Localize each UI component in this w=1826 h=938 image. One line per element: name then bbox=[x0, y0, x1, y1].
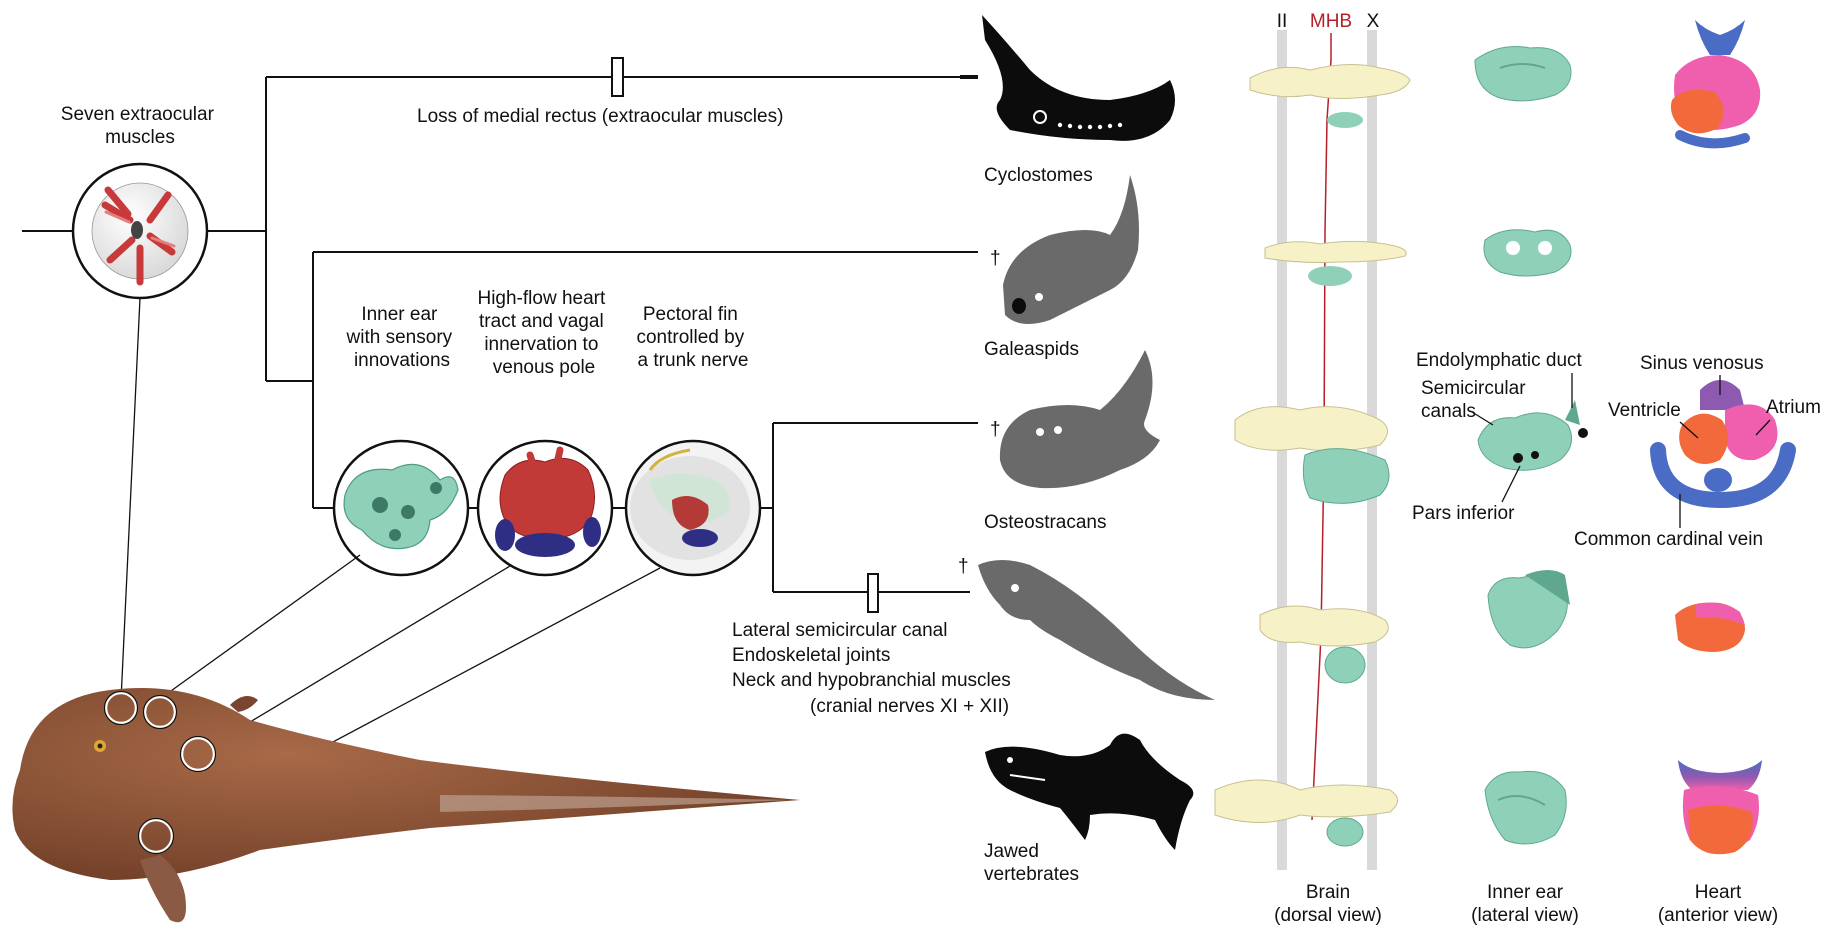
root-label: Seven extraocular muscles bbox=[61, 104, 219, 148]
axis-label-mhb: MHB bbox=[1310, 11, 1352, 32]
osteostracan-silhouette bbox=[999, 350, 1160, 489]
column-subtitle-brain: (dorsal view) bbox=[1274, 905, 1382, 926]
cyclostome-silhouette bbox=[982, 15, 1175, 141]
heart-node-icon bbox=[476, 439, 614, 577]
inner-ear-node-icon bbox=[332, 439, 470, 577]
extinct-dagger: † bbox=[990, 419, 1001, 440]
inner-ear-galeaspid bbox=[1483, 229, 1572, 277]
annotation-atrium: Atrium bbox=[1766, 397, 1821, 418]
leader-line bbox=[149, 554, 361, 707]
annotation-leader bbox=[1679, 421, 1699, 439]
node-label-heart: High-flow heart tract and vagal innervat… bbox=[477, 288, 610, 378]
ancestral-fish-illustration bbox=[12, 688, 800, 923]
character-bar-jawed bbox=[867, 573, 879, 613]
jawed-trait: (cranial nerves XI + XII) bbox=[810, 696, 1009, 717]
annotation-pars-inferior: Pars inferior bbox=[1412, 503, 1515, 524]
heart-placoderm bbox=[1675, 602, 1745, 652]
brain-cyclostome bbox=[1249, 63, 1411, 128]
node-label-pectoral-fin: Pectoral fin controlled by a trunk nerve bbox=[636, 304, 749, 371]
annotation-common-cardinal-vein: Common cardinal vein bbox=[1574, 529, 1763, 550]
shark-silhouette bbox=[985, 733, 1194, 850]
axis-label-x: X bbox=[1367, 11, 1380, 32]
axis-label-ii: II bbox=[1277, 11, 1288, 32]
taxon-label-jawed-vertebrates: Jawed vertebrates bbox=[984, 841, 1079, 885]
inner-ear-osteostracan bbox=[1477, 400, 1588, 471]
column-title-inner-ear: Inner ear bbox=[1487, 882, 1564, 903]
column-title-brain: Brain bbox=[1306, 882, 1350, 903]
annotation-semicircular-canals: Semicircular canals bbox=[1421, 378, 1531, 422]
inner-ear-placoderm bbox=[1487, 570, 1570, 649]
annotation-leader bbox=[1755, 419, 1771, 436]
heart-osteostracan bbox=[1650, 380, 1796, 509]
cranial-nerve-x-column bbox=[1367, 30, 1377, 870]
column-title-heart: Heart bbox=[1695, 882, 1742, 903]
column-subtitle-inner-ear: (lateral view) bbox=[1471, 905, 1579, 926]
column-subtitle-heart: (anterior view) bbox=[1658, 905, 1778, 926]
taxon-label-osteostracans: Osteostracans bbox=[984, 512, 1107, 533]
brain-placoderm bbox=[1259, 605, 1389, 684]
annotation-ventricle: Ventricle bbox=[1608, 400, 1681, 421]
pectoral-fin-node-icon bbox=[624, 439, 762, 577]
node-label-inner-ear: Inner ear with sensory innovations bbox=[346, 304, 458, 371]
inner-ear-cyclostome bbox=[1474, 46, 1572, 102]
phylogenetic-tree bbox=[22, 57, 978, 613]
extinct-dagger: † bbox=[958, 556, 969, 577]
extraocular-muscles-icon bbox=[71, 162, 209, 300]
jawed-trait: Lateral semicircular canal bbox=[732, 620, 947, 641]
jawed-trait: Neck and hypobranchial muscles bbox=[732, 670, 1011, 691]
heart-cyclostome bbox=[1670, 20, 1761, 149]
galeaspid-silhouette bbox=[1003, 175, 1139, 324]
annotation-endolymphatic-duct: Endolymphatic duct bbox=[1416, 350, 1583, 371]
character-bar-loss bbox=[611, 57, 624, 97]
jawed-trait: Endoskeletal joints bbox=[732, 645, 890, 666]
mhb-line bbox=[1311, 59, 1332, 821]
loss-label: Loss of medial rectus (extraocular muscl… bbox=[417, 106, 783, 127]
annotation-leader bbox=[1501, 465, 1521, 503]
inner-ear-jawed bbox=[1484, 770, 1567, 845]
brain-galeaspid bbox=[1264, 240, 1407, 286]
heart-jawed bbox=[1678, 760, 1762, 855]
taxon-label-galeaspids: Galeaspids bbox=[984, 339, 1079, 360]
taxon-label-cyclostomes: Cyclostomes bbox=[984, 165, 1093, 186]
annotation-leader bbox=[1471, 411, 1494, 426]
placoderm-silhouette bbox=[978, 560, 1215, 700]
extinct-dagger: † bbox=[990, 248, 1001, 269]
brain-osteostracan bbox=[1234, 406, 1390, 504]
annotation-sinus-venosus: Sinus venosus bbox=[1640, 353, 1764, 374]
leader-line bbox=[120, 297, 141, 701]
brain-jawed bbox=[1214, 779, 1398, 847]
